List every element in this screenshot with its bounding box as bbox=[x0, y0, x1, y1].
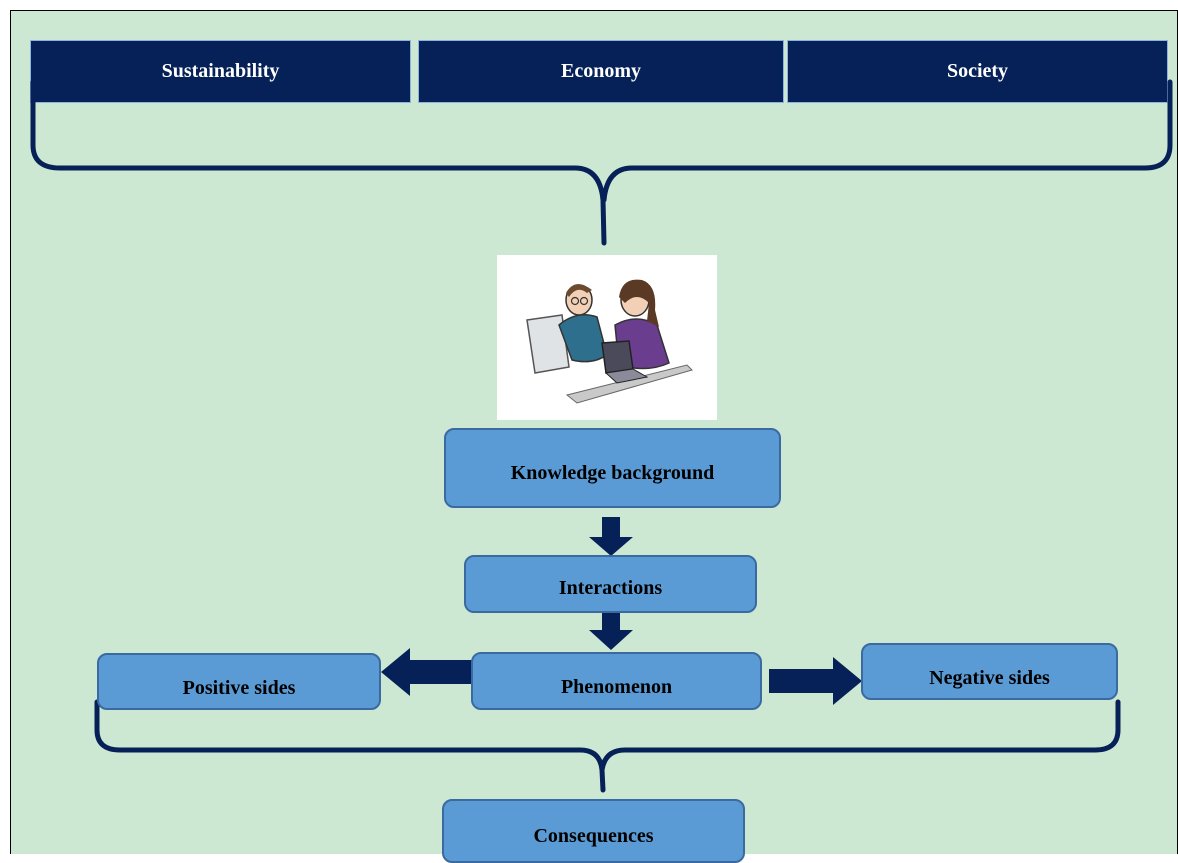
arrow-left bbox=[381, 648, 472, 696]
header-sustainability: Sustainability bbox=[30, 40, 411, 103]
consequences-box: Consequences bbox=[442, 799, 745, 863]
negative-sides-label: Negative sides bbox=[929, 667, 1050, 689]
header-economy: Economy bbox=[418, 40, 784, 103]
people-illustration bbox=[497, 255, 717, 420]
interactions-box: Interactions bbox=[464, 555, 757, 613]
positive-sides-box: Positive sides bbox=[97, 653, 381, 710]
knowledge-background-label: Knowledge background bbox=[510, 461, 715, 484]
two-people-working-on-laptop-icon bbox=[526, 279, 693, 404]
interactions-label: Interactions bbox=[558, 576, 663, 599]
phenomenon-label: Phenomenon bbox=[560, 675, 673, 698]
arrow-down-2 bbox=[589, 612, 633, 650]
phenomenon-box: Phenomenon bbox=[471, 652, 762, 710]
top-brace bbox=[30, 79, 1173, 246]
bottom-brace bbox=[94, 699, 1121, 793]
negative-sides-box: Negative sides bbox=[861, 643, 1118, 700]
header-society: Society bbox=[787, 40, 1168, 103]
positive-sides-label: Positive sides bbox=[182, 677, 296, 699]
knowledge-background-box: Knowledge background bbox=[444, 428, 781, 508]
consequences-label: Consequences bbox=[533, 824, 654, 847]
header-society-label: Society bbox=[946, 60, 1009, 82]
arrow-down-1 bbox=[589, 517, 633, 556]
header-economy-label: Economy bbox=[561, 60, 641, 82]
arrow-right bbox=[769, 657, 862, 705]
header-sustainability-label: Sustainability bbox=[161, 60, 280, 82]
